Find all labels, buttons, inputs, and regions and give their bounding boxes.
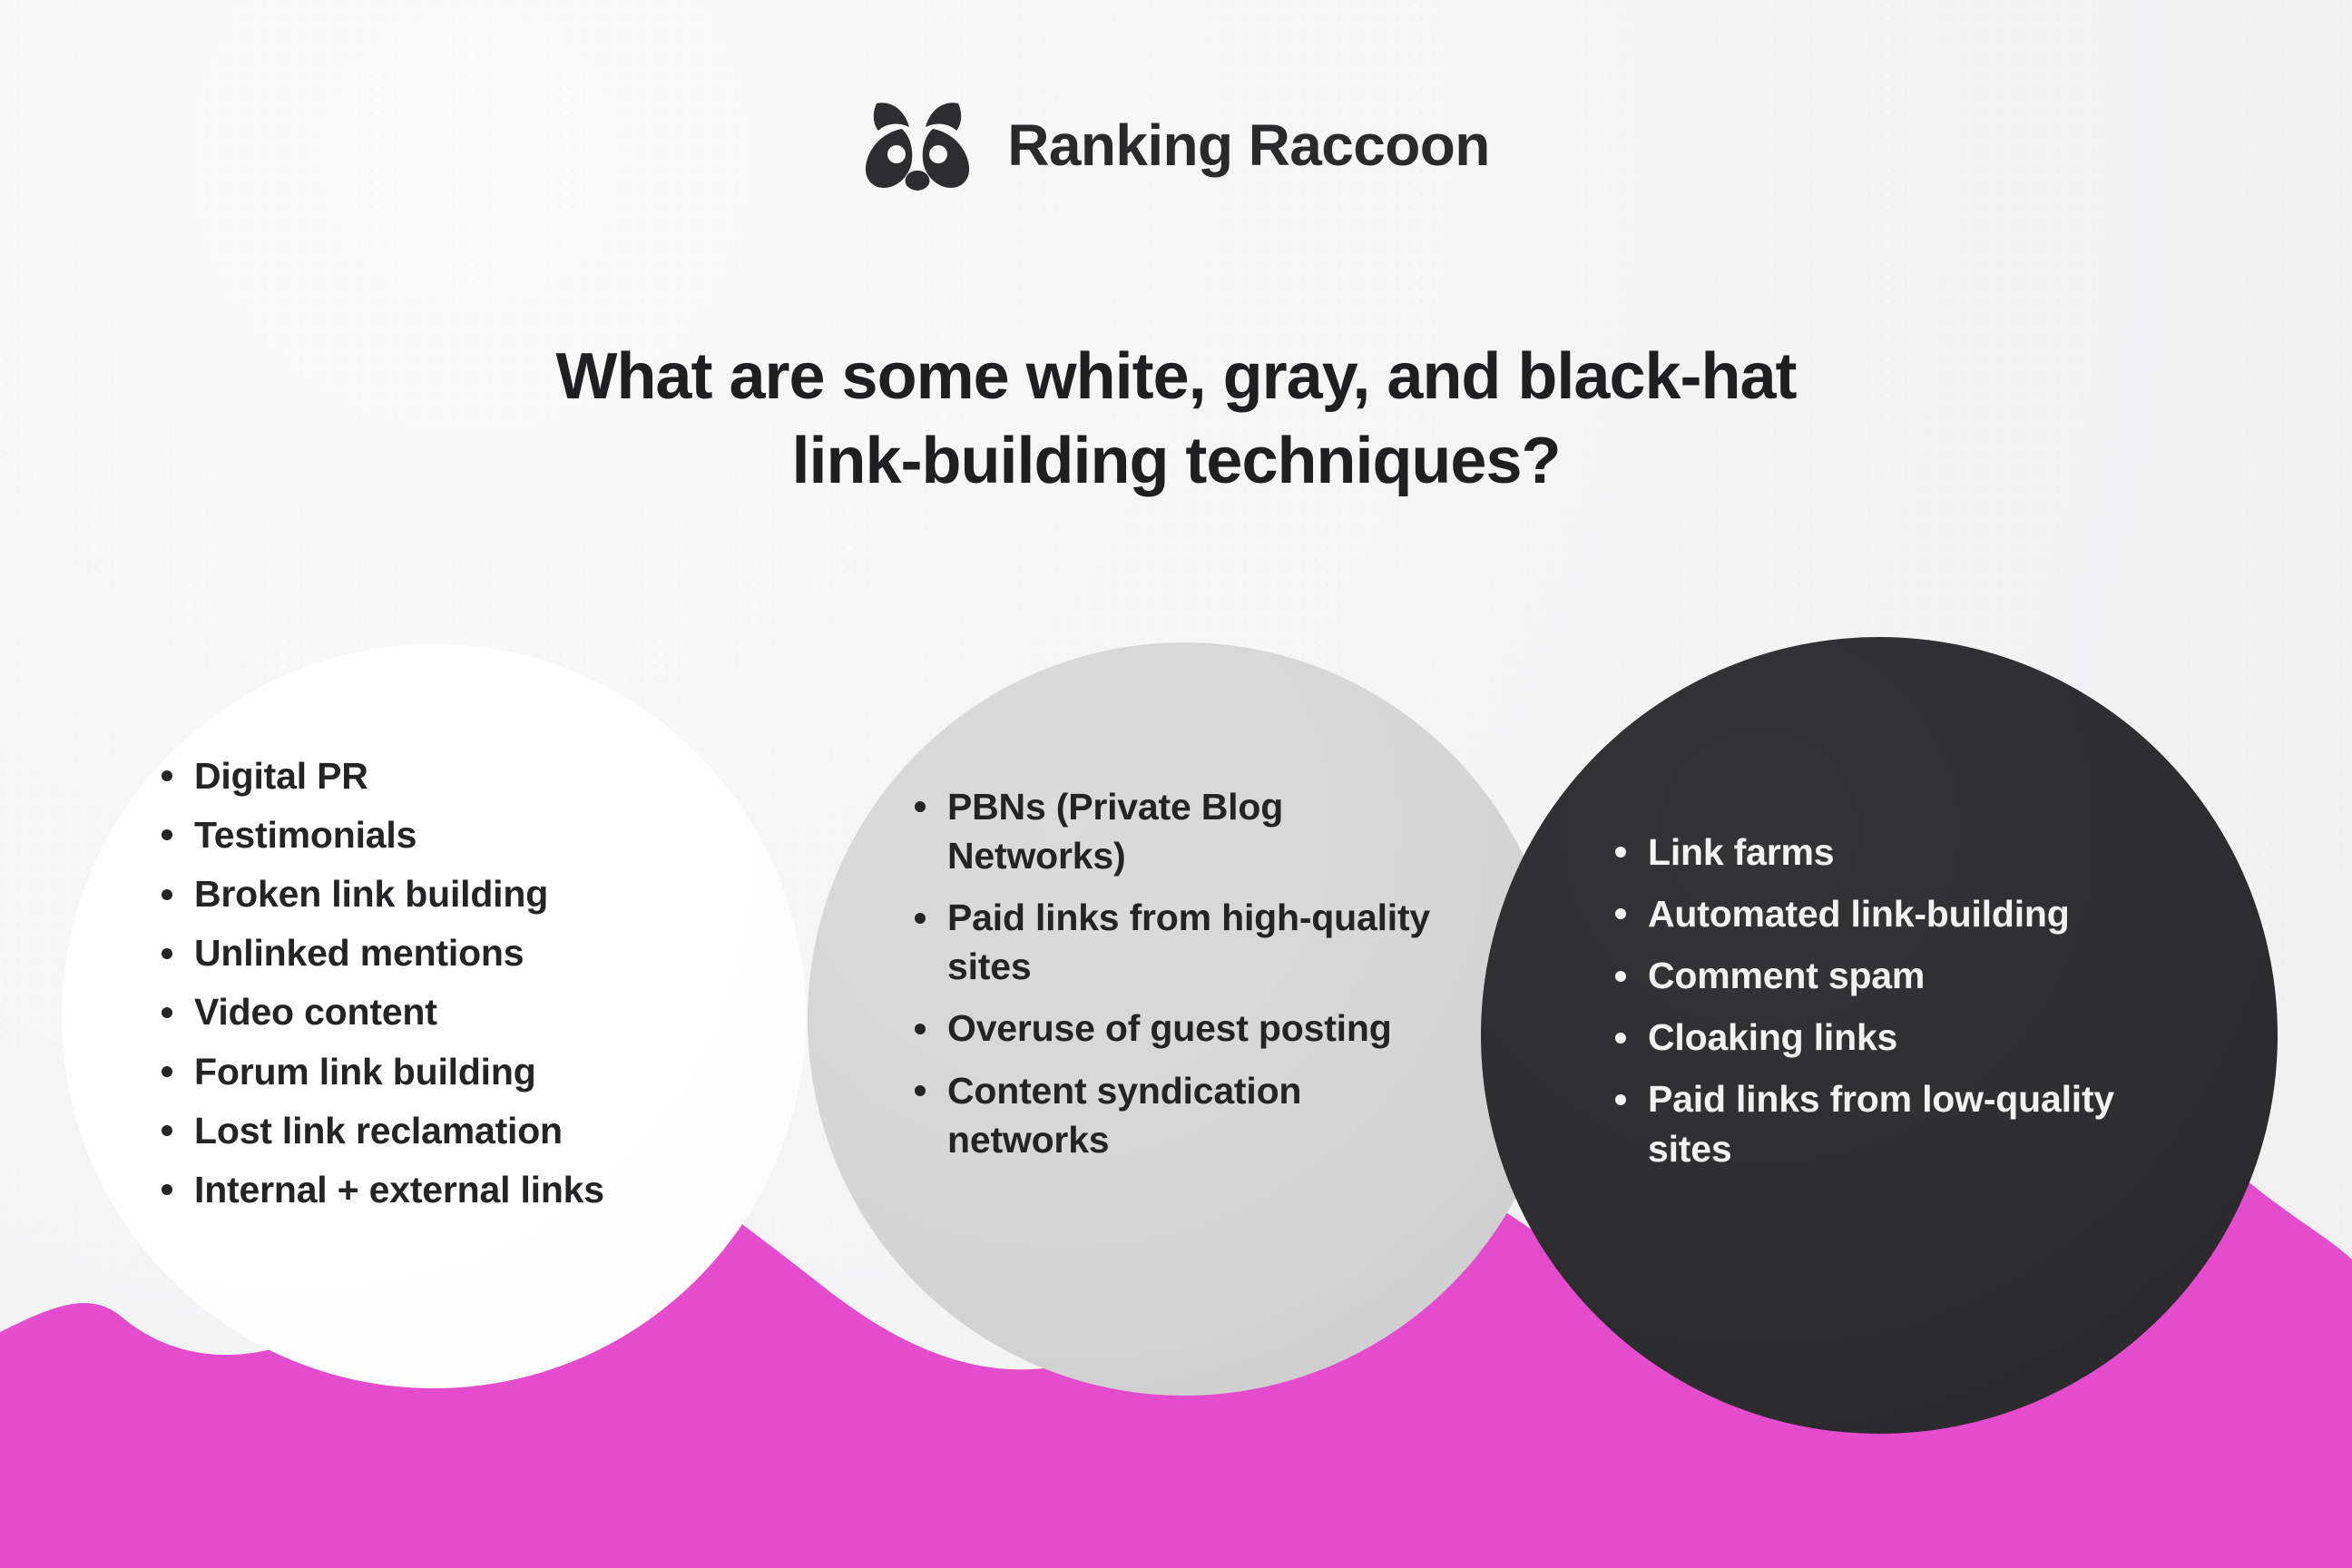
bullet-icon — [1615, 1032, 1626, 1044]
bullet-icon — [1615, 970, 1626, 982]
list-item-label: PBNs (Private Blog Networks) — [947, 786, 1284, 877]
list-item-label: Overuse of guest posting — [947, 1007, 1392, 1050]
bullet-icon — [915, 801, 926, 813]
list-item-label: Digital PR — [194, 755, 368, 797]
list-item-label: Paid links from low-quality sites — [1648, 1078, 2115, 1170]
gray-hat-circle — [808, 642, 1561, 1396]
gray-hat-list: PBNs (Private Blog Networks) Paid links f… — [907, 782, 1470, 1164]
list-item: Cloaking links — [1608, 1013, 2171, 1062]
bullet-icon — [162, 1184, 172, 1196]
list-item-label: Forum link building — [194, 1050, 536, 1093]
list-item: Digital PR — [154, 751, 699, 800]
bullet-icon — [1615, 908, 1626, 920]
bullet-icon — [162, 947, 172, 959]
page-title-line-1: What are some white, gray, and black-hat — [555, 340, 1797, 414]
white-hat-circle — [62, 644, 806, 1388]
page-title-line-2: link-building techniques? — [791, 424, 1562, 497]
black-hat-circle — [1481, 637, 2278, 1434]
bullet-icon — [162, 1006, 172, 1018]
brand-name: Ranking Raccoon — [1007, 113, 1490, 178]
bullet-icon — [1615, 1093, 1626, 1105]
page-title: What are some white, gray, and black-hat… — [223, 335, 2129, 502]
list-item: Lost link reclamation — [154, 1106, 699, 1155]
list-item: Internal + external links — [154, 1165, 699, 1214]
bullet-icon — [1615, 847, 1626, 858]
list-item-label: Paid links from high-quality sites — [947, 897, 1431, 988]
brand-header: Ranking Raccoon — [0, 98, 2352, 192]
list-item-label: Internal + external links — [194, 1168, 604, 1210]
list-item: Forum link building — [154, 1047, 699, 1096]
list-item: Testimonials — [154, 810, 699, 859]
list-item-label: Video content — [194, 991, 437, 1034]
bullet-icon — [162, 888, 172, 900]
list-item-label: Lost link reclamation — [194, 1109, 563, 1152]
bullet-icon — [162, 1124, 172, 1136]
list-item: Overuse of guest posting — [907, 1004, 1470, 1053]
list-item-label: Cloaking links — [1648, 1016, 1898, 1059]
list-item: Broken link building — [154, 869, 699, 918]
bullet-icon — [915, 912, 926, 924]
list-item-label: Automated link-building — [1648, 893, 2070, 936]
list-item: Link farms — [1608, 828, 2171, 877]
list-item: Paid links from high-quality sites — [907, 893, 1470, 991]
list-item: Automated link-building — [1608, 889, 2171, 938]
list-item-label: Broken link building — [194, 873, 549, 916]
list-item-label: Testimonials — [194, 814, 417, 857]
list-item-label: Comment spam — [1648, 955, 1926, 997]
bullet-icon — [162, 829, 172, 841]
list-item: Paid links from low-quality sites — [1608, 1074, 2171, 1172]
raccoon-face-icon — [862, 98, 973, 192]
list-item-label: Content syndication networks — [947, 1069, 1302, 1161]
list-item: Unlinked mentions — [154, 928, 699, 977]
bullet-icon — [162, 1065, 172, 1077]
bullet-icon — [915, 1023, 926, 1034]
list-item: PBNs (Private Blog Networks) — [907, 782, 1470, 880]
list-item-label: Link farms — [1648, 831, 1835, 873]
bullet-icon — [915, 1084, 926, 1096]
list-item: Content syndication networks — [907, 1066, 1470, 1164]
list-item-label: Unlinked mentions — [194, 932, 524, 975]
bullet-icon — [162, 770, 172, 782]
list-item: Video content — [154, 987, 699, 1036]
list-item: Comment spam — [1608, 951, 2171, 1000]
